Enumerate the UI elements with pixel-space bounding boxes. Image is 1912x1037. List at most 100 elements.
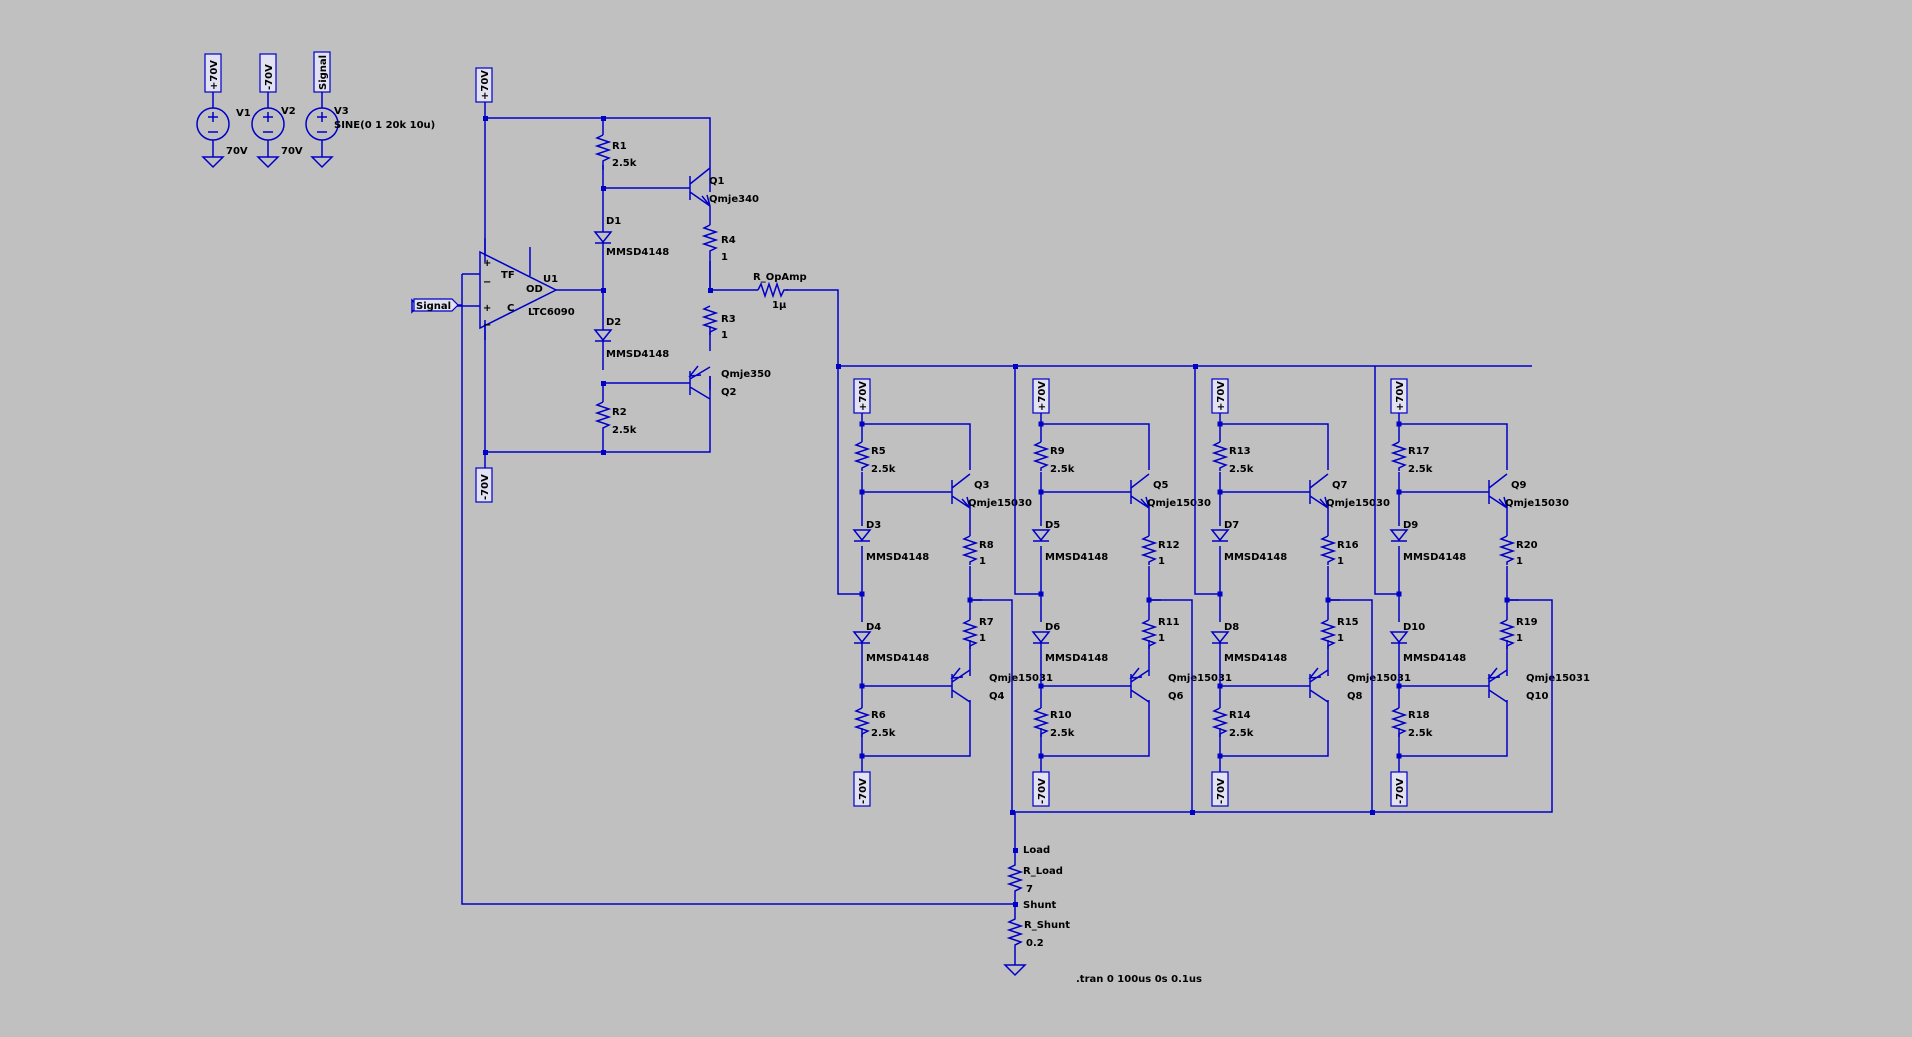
d1-model: MMSD4148	[606, 247, 669, 258]
stage-bus-wires	[837, 366, 1553, 850]
flag-driver-pos-text: +70V	[480, 70, 491, 100]
junctions-static	[483, 116, 1375, 907]
db-model: MMSD4148	[866, 653, 929, 664]
diode-d8[interactable]	[1210, 631, 1230, 644]
resistor-r2[interactable]	[594, 401, 612, 431]
junction	[1217, 489, 1223, 495]
junction	[1038, 591, 1044, 597]
qb-name: Q6	[1168, 691, 1184, 702]
feedback-wire	[461, 274, 1015, 905]
re-b-value: 1	[1337, 633, 1344, 644]
resistor-r3[interactable]	[701, 305, 719, 335]
resistor-r15[interactable]	[1319, 619, 1337, 649]
resistor-r9[interactable]	[1032, 441, 1050, 471]
resistor-r-load[interactable]	[1006, 850, 1024, 904]
resistor-r7[interactable]	[961, 619, 979, 649]
rb-value: 2.5k	[1050, 728, 1075, 739]
dt-name: D3	[866, 520, 881, 531]
diode-d4[interactable]	[852, 631, 872, 644]
transistor-q10[interactable]	[1487, 667, 1508, 703]
r3-value: 1	[721, 330, 728, 341]
diode-d7[interactable]	[1210, 529, 1230, 542]
qb-model: Qmje15031	[1168, 673, 1232, 684]
resistor-r1[interactable]	[594, 134, 612, 170]
re-t-value: 1	[979, 556, 986, 567]
flag-driver-neg-text: -70V	[480, 474, 491, 500]
db-name: D4	[866, 622, 881, 633]
source-v3[interactable]	[305, 92, 339, 169]
db-model: MMSD4148	[1403, 653, 1466, 664]
flag-v2-text: -70V	[264, 64, 275, 90]
shunt-node-label: Shunt	[1023, 900, 1057, 911]
transistor-q7[interactable]	[1309, 473, 1329, 509]
transistor-q4[interactable]	[950, 667, 971, 703]
flag-stage-neg-1: -70V	[853, 771, 871, 807]
diode-d10[interactable]	[1389, 631, 1409, 644]
resistor-r16[interactable]	[1319, 535, 1337, 565]
junction	[1396, 489, 1402, 495]
qt-name: Q5	[1153, 480, 1169, 491]
diode-d9[interactable]	[1389, 529, 1409, 542]
q1-name: Q1	[709, 176, 725, 187]
output-stage-1: +70V-70VR52.5kD3MMSD4148D4MMSD4148R62.5k…	[852, 378, 1053, 807]
resistor-r12[interactable]	[1140, 535, 1158, 565]
opamp-pin-tf: TF	[501, 270, 515, 281]
resistor-r-shunt[interactable]	[1003, 904, 1027, 977]
diode-d3[interactable]	[852, 529, 872, 542]
resistor-r18[interactable]	[1390, 707, 1408, 737]
re-t-name: R20	[1516, 540, 1538, 551]
transistor-q9[interactable]	[1488, 473, 1508, 509]
transistor-q1[interactable]	[689, 167, 711, 207]
diode-d5[interactable]	[1031, 529, 1051, 542]
flag-v2: -70V	[259, 53, 277, 93]
db-model: MMSD4148	[1224, 653, 1287, 664]
re-t-name: R8	[979, 540, 994, 551]
dt-name: D5	[1045, 520, 1060, 531]
re-t-value: 1	[1516, 556, 1523, 567]
resistor-r11[interactable]	[1140, 619, 1158, 649]
resistor-r5[interactable]	[853, 441, 871, 471]
resistor-r8[interactable]	[961, 535, 979, 565]
transistor-q3[interactable]	[951, 473, 971, 509]
diode-d1[interactable]	[593, 228, 613, 250]
transistor-q5[interactable]	[1130, 473, 1150, 509]
resistor-r17[interactable]	[1390, 441, 1408, 471]
resistor-r14[interactable]	[1211, 707, 1229, 737]
re-t-value: 1	[1337, 556, 1344, 567]
rb-value: 2.5k	[1408, 728, 1433, 739]
opamp-u1[interactable]	[462, 238, 558, 340]
rt-value: 2.5k	[1408, 464, 1433, 475]
flag-stage-neg-text: -70V	[1395, 778, 1406, 804]
r-opamp-value: 1µ	[772, 300, 787, 311]
flag-stage-pos-3: +70V	[1211, 378, 1229, 414]
source-v2[interactable]	[251, 92, 285, 169]
source-v1[interactable]	[196, 92, 230, 169]
re-t-value: 1	[1158, 556, 1165, 567]
re-t-name: R12	[1158, 540, 1180, 551]
db-name: D6	[1045, 622, 1060, 633]
resistor-r6[interactable]	[853, 707, 871, 737]
diode-d2[interactable]	[593, 319, 613, 351]
resistor-r20[interactable]	[1498, 535, 1516, 565]
junction	[1038, 421, 1044, 427]
rb-value: 2.5k	[1229, 728, 1254, 739]
junction	[1396, 421, 1402, 427]
flag-v1: +70V	[204, 53, 222, 93]
diode-d6[interactable]	[1031, 631, 1051, 644]
resistor-r13[interactable]	[1211, 441, 1229, 471]
r4-name: R4	[721, 235, 736, 246]
resistor-r-opamp[interactable]	[757, 281, 788, 299]
resistor-r10[interactable]	[1032, 707, 1050, 737]
transistor-q2[interactable]	[688, 365, 711, 400]
db-name: D10	[1403, 622, 1425, 633]
junction	[1217, 753, 1223, 759]
transistor-q6[interactable]	[1129, 667, 1150, 703]
resistor-r19[interactable]	[1498, 619, 1516, 649]
opamp-plus-top: +	[483, 258, 491, 269]
qt-model: Qmje15030	[1147, 498, 1211, 509]
resistor-r4[interactable]	[701, 224, 719, 290]
transistor-q8[interactable]	[1308, 667, 1329, 703]
qb-model: Qmje15031	[1347, 673, 1411, 684]
